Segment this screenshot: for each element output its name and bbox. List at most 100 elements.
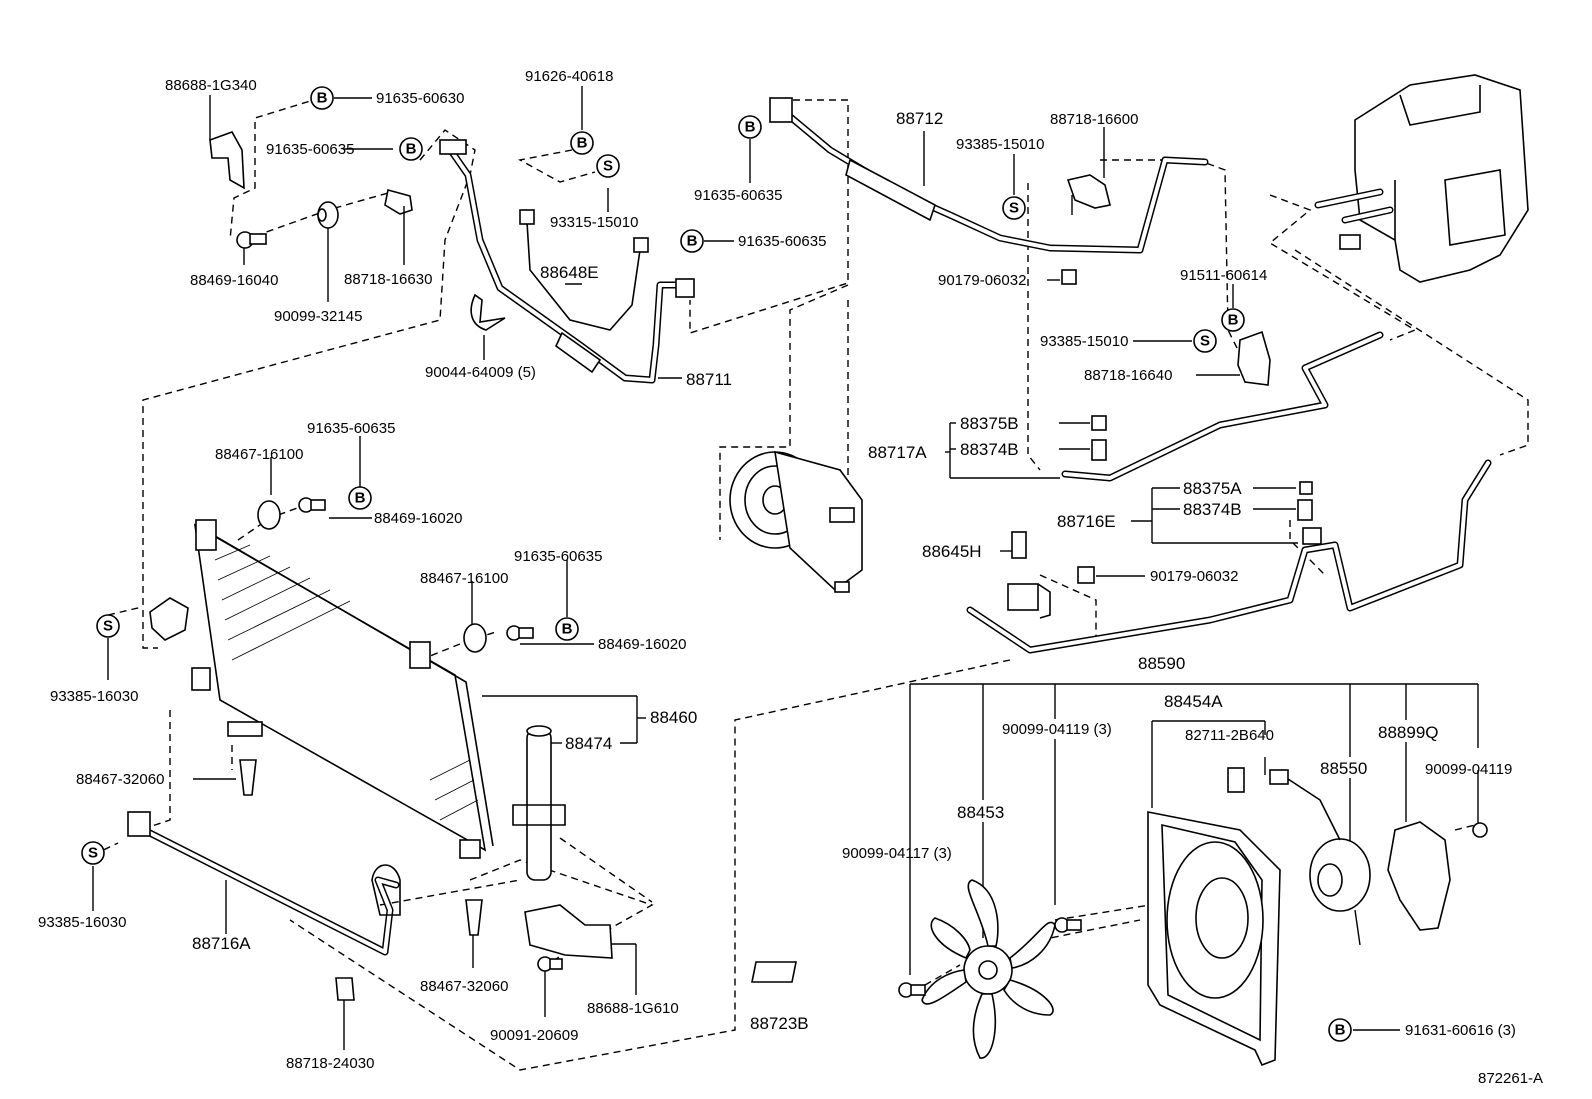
connector-82711-2b640 bbox=[1227, 767, 1245, 793]
mark-s: S bbox=[596, 154, 620, 178]
mark-b: B bbox=[555, 617, 579, 641]
label-90099-04117: 90099-04117 (3) bbox=[842, 845, 952, 862]
bracket-88688-1g610 bbox=[524, 904, 613, 959]
label-88375b: 88375B bbox=[960, 414, 1019, 433]
mark-b: B bbox=[680, 229, 704, 253]
label-88469-16020-a: 88469-16020 bbox=[374, 510, 462, 527]
svg-text:S: S bbox=[1009, 200, 1019, 217]
label-88648e: 88648E bbox=[540, 263, 599, 282]
label-90179-06032-b: 90179-06032 bbox=[1150, 568, 1238, 585]
label-88723b: 88723B bbox=[750, 1014, 809, 1033]
mark-b: B bbox=[348, 486, 372, 510]
nut-90179-06032-a bbox=[1061, 269, 1077, 285]
label-91631-60616: 91631-60616 (3) bbox=[1405, 1022, 1516, 1039]
label-88718-16600: 88718-16600 bbox=[1050, 111, 1138, 128]
evaporator-unit bbox=[1314, 74, 1529, 283]
pipe-88716a bbox=[127, 811, 401, 956]
pipe-88717a bbox=[1061, 331, 1384, 482]
compressor bbox=[729, 450, 863, 593]
label-82711-2b640: 82711-2B640 bbox=[1185, 727, 1274, 744]
cushion-88467-32060-a bbox=[239, 759, 257, 796]
svg-text:B: B bbox=[562, 621, 573, 638]
label-90091-20609: 90091-20609 bbox=[490, 1027, 578, 1044]
label-88469-16040: 88469-16040 bbox=[190, 272, 278, 289]
bolt-90091-20609 bbox=[537, 956, 563, 972]
svg-text:B: B bbox=[355, 490, 366, 507]
svg-text:B: B bbox=[317, 90, 328, 107]
bracket-left bbox=[149, 597, 189, 641]
label-88590: 88590 bbox=[1138, 654, 1185, 673]
label-93385-16030-b: 93385-16030 bbox=[38, 914, 126, 931]
label-88467-32060-b: 88467-32060 bbox=[420, 978, 508, 995]
label-91635-60635-e: 91635-60635 bbox=[514, 548, 602, 565]
svg-text:B: B bbox=[687, 233, 698, 250]
svg-text:S: S bbox=[1200, 333, 1210, 350]
mark-b: B bbox=[1221, 308, 1245, 332]
label-91635-60635-d: 91635-60635 bbox=[307, 420, 395, 437]
label-90044-64009: 90044-64009 (5) bbox=[425, 364, 536, 381]
condenser-88460 bbox=[191, 519, 494, 859]
shroud-88454a bbox=[1147, 811, 1281, 1067]
label-88645h: 88645H bbox=[922, 542, 982, 561]
fan-88453 bbox=[921, 879, 1056, 1059]
mark-b: B bbox=[1328, 1018, 1352, 1042]
label-88716e: 88716E bbox=[1057, 512, 1116, 531]
mark-b: B bbox=[570, 131, 594, 155]
mark-b: B bbox=[310, 86, 334, 110]
motor-88550 bbox=[1269, 769, 1371, 946]
label-88718-16640: 88718-16640 bbox=[1084, 367, 1172, 384]
svg-text:B: B bbox=[1228, 312, 1239, 329]
label-88474: 88474 bbox=[565, 734, 612, 753]
clamp-88718-16640 bbox=[1237, 330, 1271, 386]
bolt-88469-16020-a bbox=[298, 497, 326, 513]
mark-s: S bbox=[1002, 196, 1026, 220]
label-88467-16100-b: 88467-16100 bbox=[420, 570, 508, 587]
label-88688-1g340: 88688-1G340 bbox=[165, 77, 257, 94]
bolt-90099-04119 bbox=[1472, 822, 1488, 838]
label-88467-16100-a: 88467-16100 bbox=[215, 446, 303, 463]
svg-text:S: S bbox=[103, 618, 113, 635]
svg-text:B: B bbox=[577, 135, 588, 152]
part-labels: 88688-1G340 91635-60630 91626-40618 9163… bbox=[38, 68, 1543, 1087]
label-88718-24030: 88718-24030 bbox=[286, 1055, 374, 1072]
nut-90179-06032-b bbox=[1077, 566, 1095, 584]
label-91635-60635-a: 91635-60635 bbox=[266, 141, 354, 158]
label-88454a: 88454A bbox=[1164, 692, 1223, 711]
label-90179-06032-a: 90179-06032 bbox=[938, 272, 1026, 289]
svg-text:S: S bbox=[603, 158, 613, 175]
label-88375a: 88375A bbox=[1183, 479, 1242, 498]
label-90099-04119: 90099-04119 bbox=[1425, 761, 1512, 778]
bolt-88469-16020-b bbox=[506, 625, 534, 641]
label-88716a: 88716A bbox=[192, 934, 251, 953]
label-91626-40618: 91626-40618 bbox=[525, 68, 613, 85]
label-88711: 88711 bbox=[686, 370, 732, 389]
pipe-88712 bbox=[769, 97, 1209, 254]
label-88723b bbox=[751, 961, 797, 983]
label-88374b-b: 88374B bbox=[1183, 500, 1242, 519]
mark-b: B bbox=[738, 115, 762, 139]
svg-text:S: S bbox=[88, 845, 98, 862]
cushion-88467-32060-b bbox=[465, 899, 483, 936]
label-91635-60630: 91635-60630 bbox=[376, 90, 464, 107]
label-90099-04119-3: 90099-04119 (3) bbox=[1002, 721, 1112, 738]
cushion-88467-16100-b bbox=[463, 623, 487, 653]
pipe-88716e bbox=[966, 459, 1492, 654]
wire-88648e bbox=[519, 209, 649, 331]
label-91511-60614: 91511-60614 bbox=[1180, 267, 1267, 284]
label-93315-15010: 93315-15010 bbox=[550, 214, 638, 231]
leader-lines bbox=[92, 86, 1479, 1050]
label-88467-32060-a: 88467-32060 bbox=[76, 771, 164, 788]
label-88899q: 88899Q bbox=[1378, 723, 1439, 742]
bolt-90099-04117 bbox=[898, 982, 926, 998]
label-88453: 88453 bbox=[957, 803, 1004, 822]
condenser-fins bbox=[214, 544, 479, 821]
label-93385-15010-b: 93385-15010 bbox=[1040, 333, 1128, 350]
cushion-88467-16100-a bbox=[257, 500, 281, 530]
label-93385-15010-a: 93385-15010 bbox=[956, 136, 1044, 153]
diagram-id: 872261-A bbox=[1478, 1070, 1543, 1087]
label-88469-16020-b: 88469-16020 bbox=[598, 636, 686, 653]
label-88712: 88712 bbox=[896, 109, 943, 128]
label-88460: 88460 bbox=[650, 708, 697, 727]
label-91635-60635-b: 91635-60635 bbox=[694, 187, 782, 204]
switch-88645h bbox=[1007, 531, 1051, 619]
